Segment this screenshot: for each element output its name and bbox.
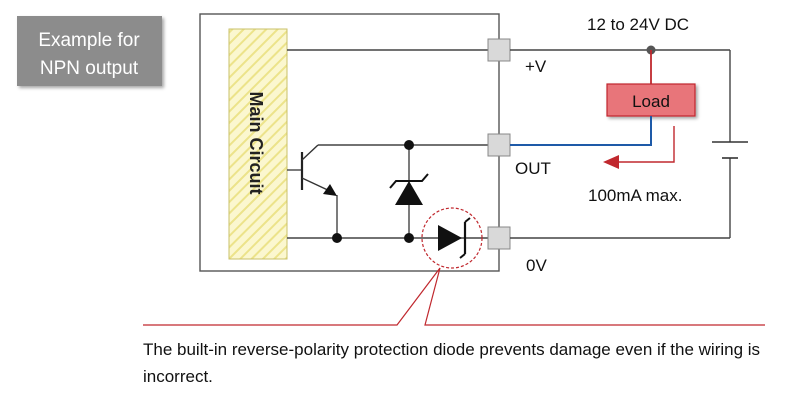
badge-line2: NPN output [40, 58, 139, 79]
terminal-zero [487, 226, 511, 250]
junction-dot [332, 233, 342, 243]
callout-line-right [424, 267, 765, 326]
terminal-plus-label: +V [525, 57, 547, 76]
load-label: Load [632, 92, 670, 111]
terminal-out [487, 133, 511, 157]
zener-diode-icon [389, 173, 429, 205]
example-badge: Example for NPN output [17, 16, 162, 86]
main-circuit-label: Main Circuit [246, 91, 266, 194]
terminal-plus [487, 38, 511, 62]
output-current-line [510, 116, 652, 146]
terminal-out-label: OUT [515, 159, 551, 178]
supply-label: 12 to 24V DC [587, 15, 689, 34]
badge-line1: Example for [38, 30, 140, 51]
current-limit-label: 100mA max. [588, 186, 683, 205]
terminal-zero-label: 0V [526, 256, 547, 275]
caption-text: The built-in reverse-polarity protection… [143, 340, 761, 386]
protection-diode-icon [421, 207, 483, 269]
dc-supply-icon [712, 141, 748, 159]
callout-line-left [143, 267, 441, 326]
main-circuit-block: Main Circuit [228, 28, 288, 260]
junction-dot [404, 140, 414, 150]
current-arrow-icon [603, 126, 675, 169]
junction-dot [404, 233, 414, 243]
npn-transistor-icon [300, 144, 337, 196]
load-box: Load [606, 83, 696, 117]
